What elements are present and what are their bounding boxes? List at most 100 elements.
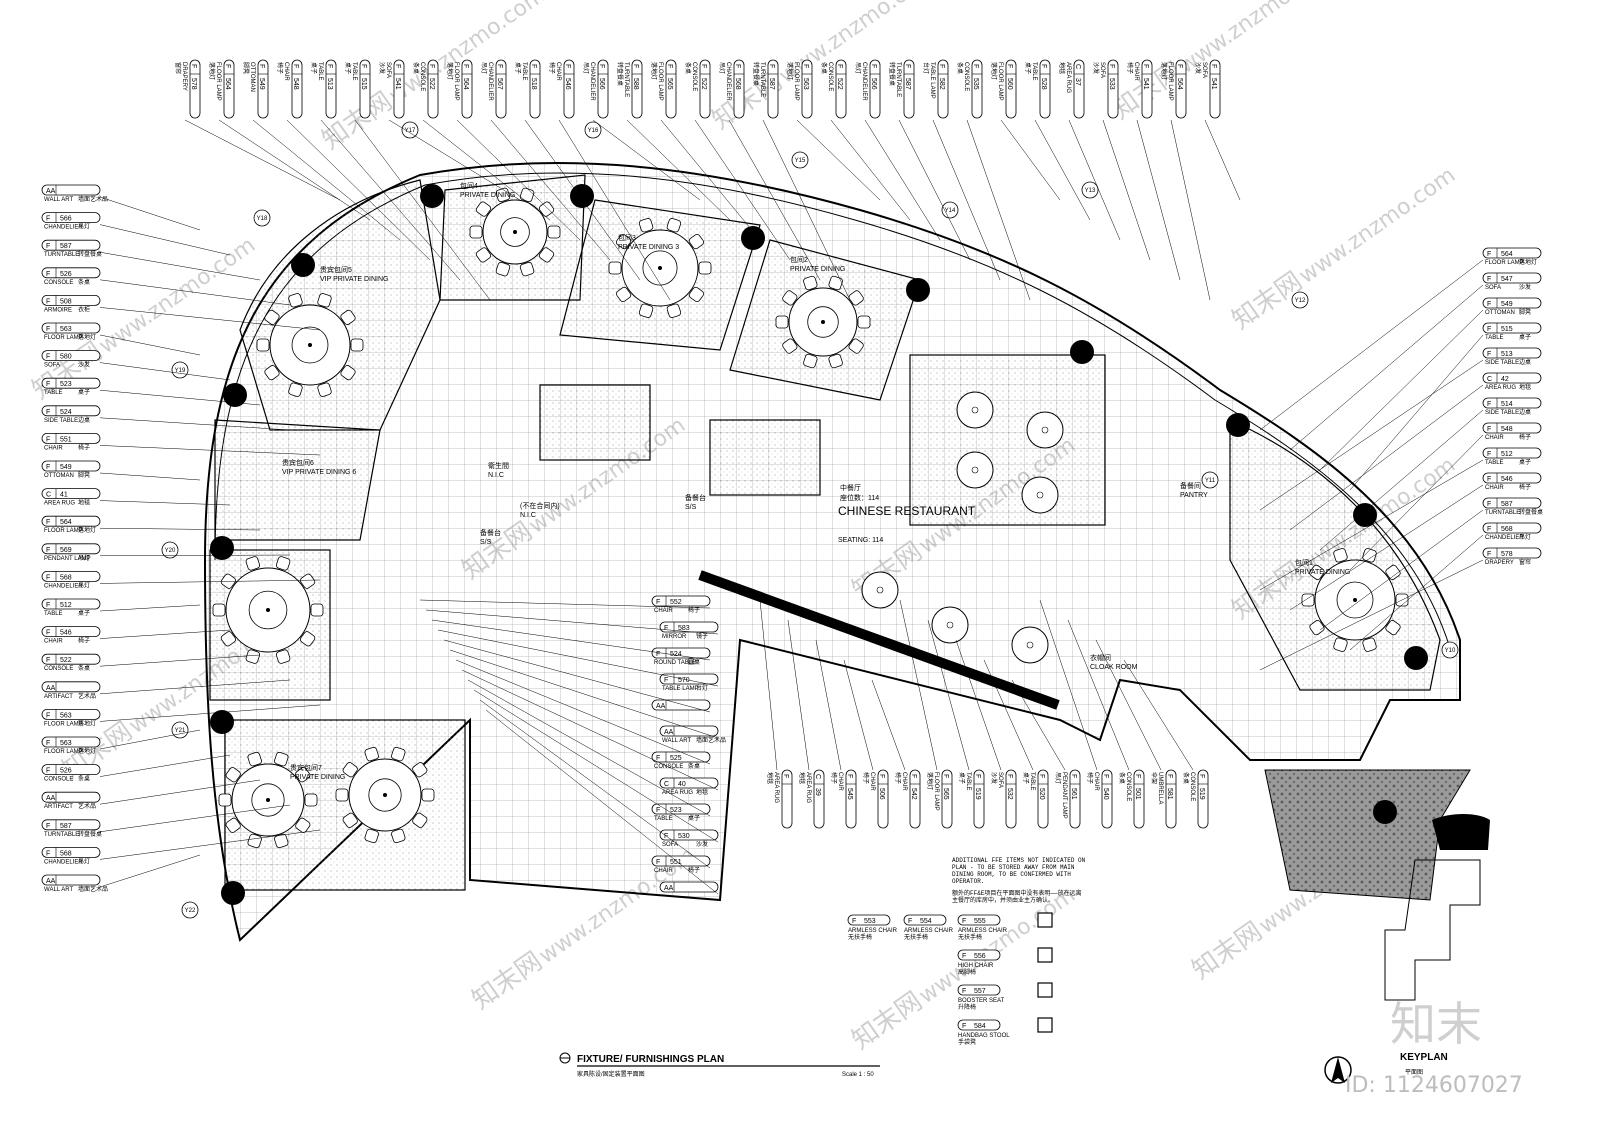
tag-code: F — [530, 64, 537, 68]
tag-label-cn: 边桌 — [1519, 358, 1531, 366]
turntable — [291, 326, 329, 364]
tag-leader — [1289, 384, 1484, 531]
tag-label-cn: 桌子 — [958, 772, 966, 784]
drawing-title: FIXTURE/ FURNISHINGS PLAN 家具陈设/固定装置平面图 S… — [559, 1052, 880, 1078]
tag-code: AA — [46, 188, 56, 195]
tag-number: 37 — [1074, 78, 1081, 86]
tag-label-cn: 桌子 — [688, 814, 700, 822]
title-scale: Scale 1 : 50 — [842, 1072, 874, 1078]
tag-number: 564 — [1176, 78, 1183, 90]
grid-label: Y13 — [1085, 188, 1096, 194]
tag-leader — [99, 679, 291, 695]
fixture-tag: AA — [443, 639, 711, 713]
tag-label-cn: 吊灯 — [718, 62, 726, 74]
chair — [288, 382, 303, 397]
chair — [245, 556, 261, 571]
tag-bubble — [1005, 59, 1017, 119]
tag-number: 580 — [60, 354, 72, 361]
tag-label-en: AREA RUG — [44, 501, 75, 507]
table-center — [383, 793, 387, 797]
tag-label-en: CHAIR — [283, 62, 289, 81]
tag-label-en: CONSOLE — [691, 62, 697, 91]
tag-number: 547 — [1501, 276, 1513, 283]
tag-code: F — [846, 774, 853, 778]
tag-code: F — [46, 243, 50, 250]
tag-number: 551 — [670, 859, 682, 866]
tag-number: 530 — [678, 833, 690, 840]
tag-bubble — [957, 984, 1001, 996]
tag-leader — [1259, 359, 1484, 511]
table-center — [266, 798, 270, 802]
tag-number: 541 — [1142, 78, 1149, 90]
tag-bubble — [495, 59, 507, 119]
tag-number: 582 — [938, 78, 945, 90]
chair — [391, 746, 406, 762]
tag-number: 522 — [700, 78, 707, 90]
grid-label: Y14 — [945, 208, 956, 214]
tag-label-en: CONSOLE — [44, 280, 73, 286]
tag-code: F — [656, 599, 660, 606]
tag-bubble — [651, 595, 711, 607]
tag-leader — [431, 619, 711, 661]
tag-label-cn: 落地灯 — [78, 526, 96, 534]
tag-label-cn: 椅子 — [1519, 483, 1531, 491]
tag-code: F — [1487, 451, 1491, 458]
grid-marker: Y11 — [1201, 471, 1219, 489]
room-vip6-floor — [214, 419, 381, 541]
room-name-cn: 贵宾包间5 — [320, 265, 352, 274]
tag-label-cn: 墙面艺术品 — [696, 736, 726, 744]
tag-label-en: SIDE TABLE — [44, 418, 78, 424]
tag-number: 526 — [60, 768, 72, 775]
chair — [300, 573, 316, 589]
room-name-en: CLOAK ROOM — [1090, 664, 1138, 671]
chair — [275, 649, 291, 664]
legend-symbol — [1037, 1017, 1053, 1033]
chair — [256, 338, 270, 352]
tag-code: F — [782, 774, 789, 778]
tag-bubble — [41, 709, 101, 720]
main-hall-cn: 中餐厅 — [840, 483, 861, 492]
tag-label-en: CHANDELIER — [487, 62, 493, 101]
round-table — [469, 187, 561, 277]
tag-number: 581 — [1166, 788, 1173, 800]
tag-label-en: FLOOR LAMP — [793, 62, 799, 101]
tag-code: AA — [664, 729, 674, 736]
four-top-table — [931, 606, 969, 644]
tag-leader — [1102, 119, 1151, 261]
tag-number: 578 — [190, 78, 197, 90]
tag-code: F — [768, 64, 775, 68]
tag-label-en: FLOOR LAMP — [44, 749, 83, 755]
tag-bubble — [1069, 769, 1081, 829]
tag-bubble — [1482, 347, 1542, 359]
tag-bubble — [1482, 547, 1542, 559]
tag-label-en: TABLE — [1029, 772, 1035, 791]
tag-code: F — [292, 64, 299, 68]
chair — [274, 751, 289, 767]
room-name-en: VIP PRIVATE DINING — [320, 276, 388, 283]
tag-number: 557 — [974, 988, 986, 995]
chair — [1362, 637, 1377, 652]
tag-leader — [1319, 309, 1484, 471]
tag-code: F — [802, 64, 809, 68]
keyplan-label: KEYPLAN — [1400, 1052, 1448, 1063]
tag-bubble — [41, 681, 101, 693]
tag-code: F — [656, 755, 660, 762]
tag-label-cn: 桌子 — [310, 62, 318, 74]
tag-label-en: FLOOR LAMP — [997, 62, 1003, 101]
chair — [666, 218, 682, 233]
tag-number: 587 — [1501, 501, 1513, 508]
